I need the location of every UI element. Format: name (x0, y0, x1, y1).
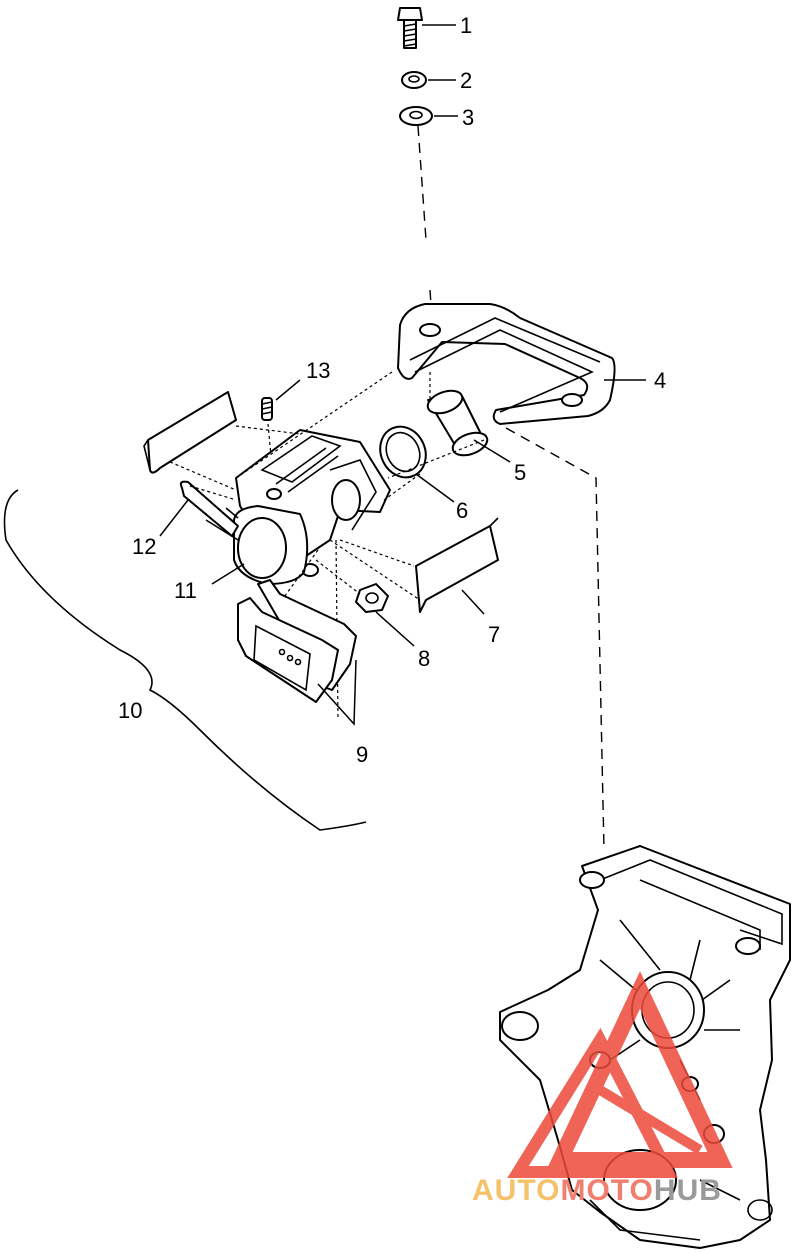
callout-11: 11 (174, 578, 197, 603)
part-13-bleeder-screw (261, 397, 273, 421)
callout-13: 13 (306, 358, 330, 383)
watermark: AUTOMOTOHUB (472, 971, 733, 1207)
part-1-bolt (397, 7, 423, 49)
part-11-cylinder-housing (205, 505, 309, 585)
part-7-pad-spring-clip (415, 517, 499, 613)
callout-10: 10 (118, 698, 142, 723)
callout-9: 9 (356, 742, 368, 767)
callout-6: 6 (456, 498, 468, 523)
part-5-piston (426, 389, 489, 457)
part-2-lock-washer (401, 71, 427, 89)
callout-leaders (159, 24, 646, 726)
part-4-caliper-bracket (397, 303, 616, 425)
watermark-logo (507, 971, 733, 1178)
pad-spring-clip-upper (143, 391, 237, 474)
callout-1: 1 (460, 13, 472, 38)
part-3-flat-washer (399, 106, 433, 126)
callout-2: 2 (460, 68, 472, 93)
part-12-slide-pin (179, 480, 239, 537)
part-6-seal-ring (379, 425, 427, 479)
callout-12: 12 (132, 534, 156, 559)
part-10-wheel-outline (3, 489, 367, 831)
callout-7: 7 (488, 622, 500, 647)
callout-5: 5 (514, 460, 526, 485)
assembly-axis-bolt (417, 125, 427, 241)
callout-4: 4 (654, 368, 666, 393)
callout-3: 3 (462, 105, 474, 130)
watermark-text: AUTOMOTOHUB (472, 1174, 722, 1207)
part-9-brake-pads (237, 579, 357, 703)
callout-8: 8 (418, 646, 430, 671)
callout-labels: 1 2 3 4 5 6 7 8 9 10 11 12 13 (118, 13, 666, 767)
assembly-axis-knuckle (505, 427, 605, 851)
part-8-fitting (355, 583, 389, 613)
